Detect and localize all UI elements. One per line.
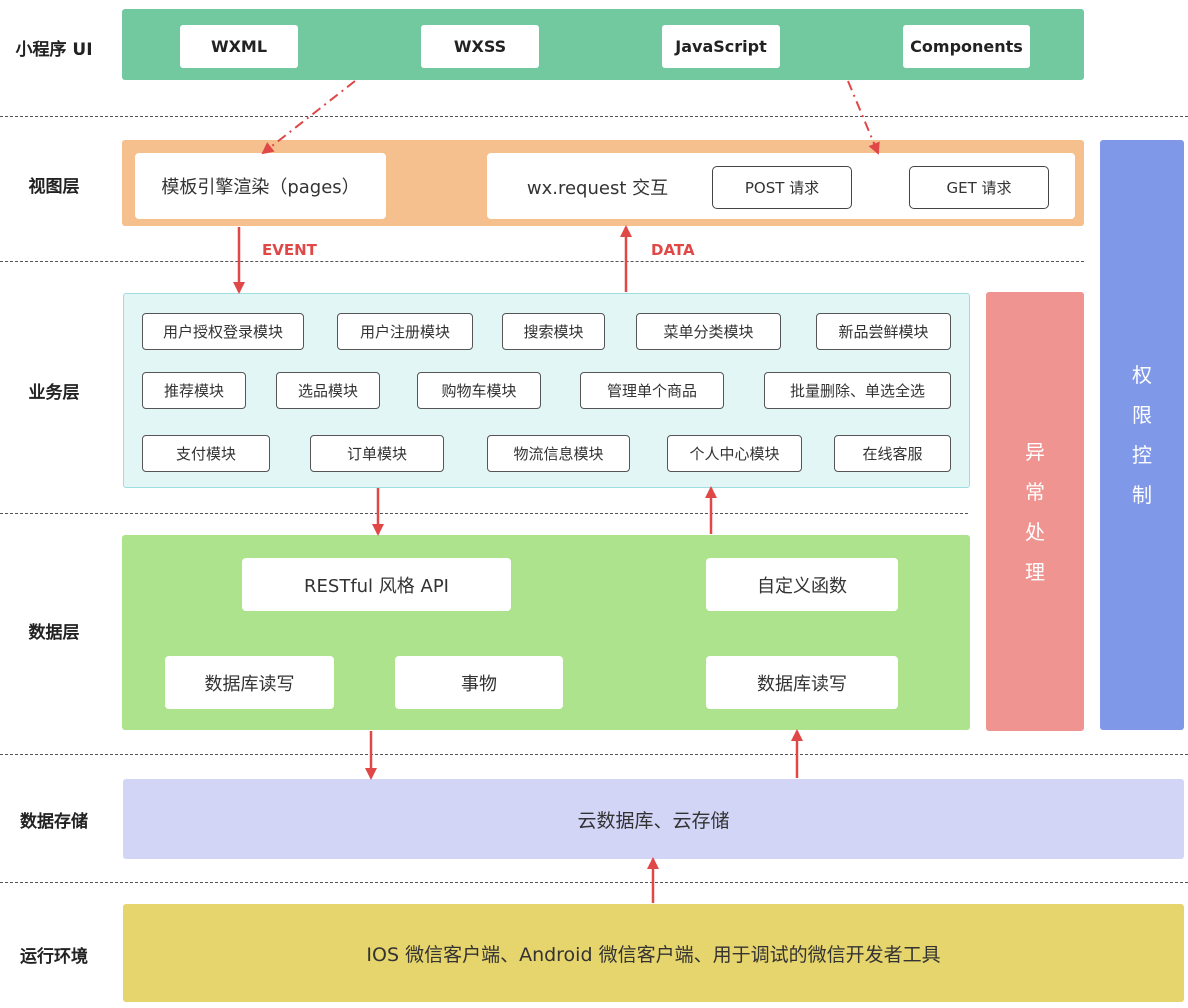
permission-control-column: 权 限 控 制 [1100, 140, 1184, 730]
permission-char: 控 [1132, 443, 1152, 467]
divider [0, 754, 1188, 755]
module-box: 管理单个商品 [580, 372, 724, 409]
permission-char: 权 [1132, 363, 1152, 387]
ui-item-wxss: WXSS [421, 25, 539, 68]
row-label-view: 视图层 [28, 176, 80, 197]
exception-char: 理 [1025, 559, 1045, 584]
divider [0, 261, 1084, 262]
db-read-write-box: 数据库读写 [706, 656, 898, 709]
module-box: 推荐模块 [142, 372, 246, 409]
module-box: 选品模块 [276, 372, 380, 409]
module-box: 菜单分类模块 [636, 313, 781, 350]
module-box: 新品尝鲜模块 [816, 313, 951, 350]
event-label: EVENT [262, 241, 317, 259]
module-box: 批量删除、单选全选 [764, 372, 951, 409]
module-box: 个人中心模块 [667, 435, 802, 472]
module-box: 支付模块 [142, 435, 270, 472]
exception-char: 处 [1025, 519, 1045, 544]
ui-item-components: Components [903, 25, 1030, 68]
row-label-runtime: 运行环境 [20, 946, 88, 967]
db-read-write-box: 数据库读写 [165, 656, 334, 709]
storage-layer-band: 云数据库、云存储 [123, 779, 1184, 859]
request-title: wx.request 交互 [526, 178, 669, 199]
get-request-box: GET 请求 [909, 166, 1049, 209]
divider [0, 116, 1188, 117]
runtime-layer-band: IOS 微信客户端、Android 微信客户端、用于调试的微信开发者工具 [123, 904, 1184, 1002]
exception-char: 异 [1025, 439, 1045, 464]
row-label-data: 数据层 [28, 622, 80, 643]
data-label: DATA [651, 241, 695, 259]
row-label-business: 业务层 [28, 382, 80, 403]
permission-char: 限 [1132, 403, 1152, 427]
row-label-ui: 小程序 UI [15, 39, 93, 60]
custom-function-box: 自定义函数 [706, 558, 898, 611]
module-box: 用户注册模块 [337, 313, 473, 350]
module-box: 搜索模块 [502, 313, 605, 350]
runtime-text: IOS 微信客户端、Android 微信客户端、用于调试的微信开发者工具 [366, 943, 941, 966]
template-render-box: 模板引擎渲染（pages） [135, 153, 386, 219]
module-box: 用户授权登录模块 [142, 313, 304, 350]
module-box: 在线客服 [834, 435, 951, 472]
ui-item-wxml: WXML [180, 25, 298, 68]
module-box: 物流信息模块 [487, 435, 630, 472]
ui-item-javascript: JavaScript [662, 25, 780, 68]
restful-api-box: RESTful 风格 API [242, 558, 511, 611]
transaction-box: 事物 [395, 656, 563, 709]
divider [0, 882, 1188, 883]
permission-char: 制 [1132, 483, 1152, 507]
exception-handling-column: 异 常 处 理 [986, 292, 1084, 731]
divider [0, 513, 968, 514]
row-label-storage: 数据存储 [20, 811, 88, 832]
module-box: 购物车模块 [417, 372, 541, 409]
exception-char: 常 [1025, 479, 1045, 504]
module-box: 订单模块 [310, 435, 444, 472]
post-request-box: POST 请求 [712, 166, 852, 209]
storage-text: 云数据库、云存储 [577, 809, 730, 832]
